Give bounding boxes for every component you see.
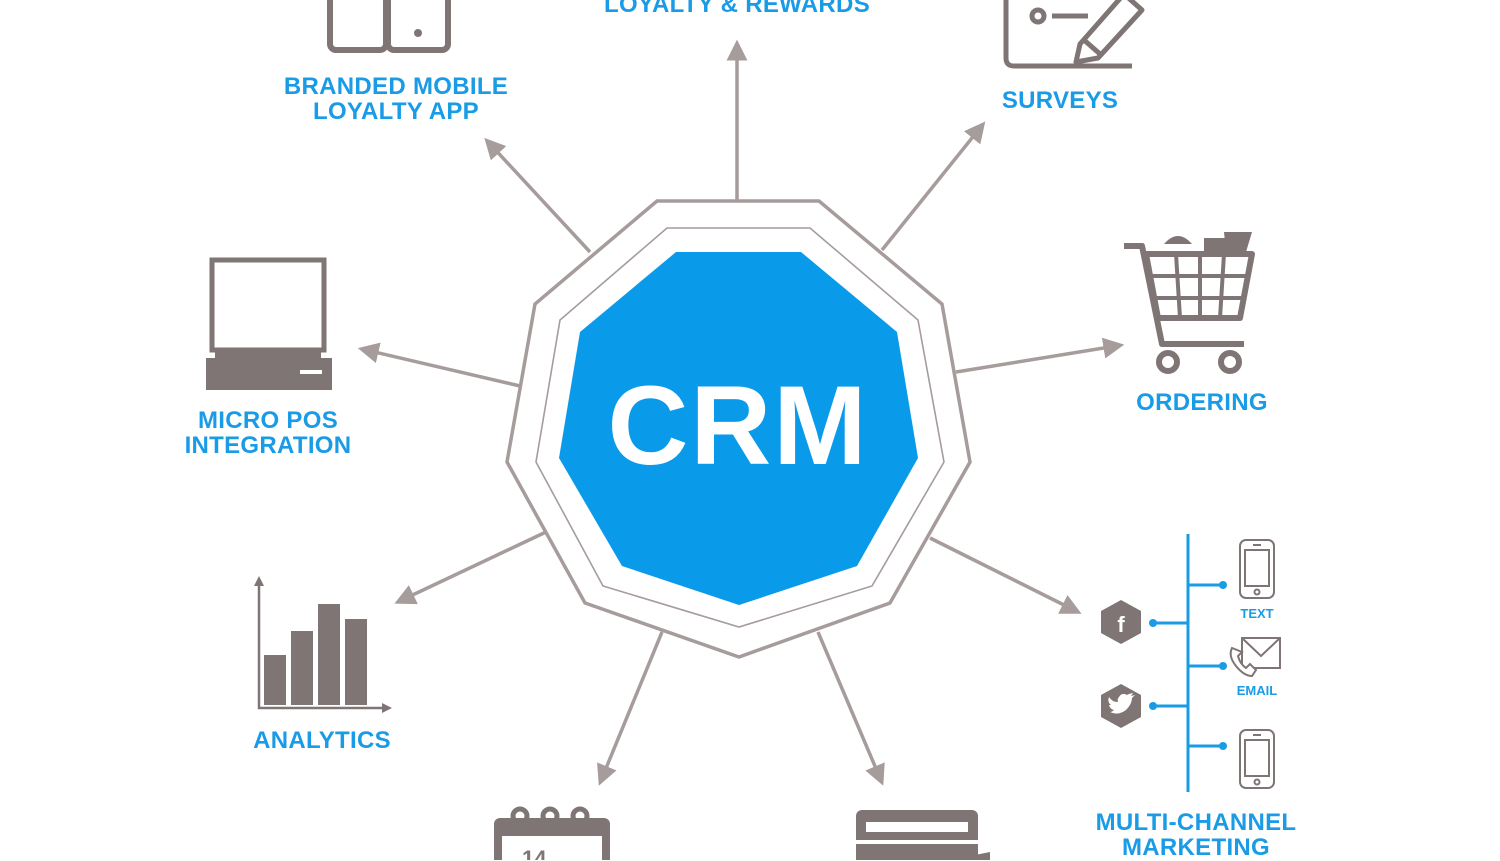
label-multi-channel-marketing: MULTI-CHANNEL MARKETING — [1066, 810, 1326, 860]
calendar-icon: 14 — [494, 806, 610, 860]
arrow-branded-app — [484, 137, 592, 254]
calendar-day-number: 14 — [522, 846, 547, 860]
label-line: BRANDED MOBILE — [283, 73, 509, 100]
label-line: INTEGRATION — [184, 432, 352, 459]
arrow-ordering — [955, 337, 1125, 374]
arrow-bottom-right — [816, 631, 885, 786]
label-channel-email: EMAIL — [1236, 683, 1278, 698]
svg-text:f: f — [1117, 612, 1125, 637]
survey-clipboard-icon — [1003, 0, 1145, 69]
label-line: MARKETING — [1121, 834, 1271, 861]
shopping-cart-icon — [1124, 232, 1255, 374]
mobile-devices-icon — [327, 0, 451, 53]
label-channel-text: TEXT — [1240, 606, 1274, 621]
label-line: MICRO POS — [197, 407, 339, 434]
arrow-micro-pos — [357, 342, 521, 388]
arrow-multi-channel — [929, 536, 1082, 614]
label-analytics: ANALYTICS — [253, 727, 391, 754]
label-branded-mobile-app: BRANDED MOBILE LOYALTY APP — [246, 74, 546, 124]
envelope-icon — [1229, 637, 1281, 678]
label-micro-pos-integration: MICRO POS INTEGRATION — [148, 408, 388, 458]
arrow-bottom-left — [597, 631, 664, 786]
crm-hub — [505, 199, 972, 659]
crm-title: CRM — [607, 363, 869, 488]
label-ordering: ORDERING — [1136, 389, 1268, 416]
phone-icon — [1239, 729, 1275, 789]
facebook-icon: f — [1101, 600, 1141, 644]
arrow-analytics — [394, 530, 547, 605]
label-surveys: SURVEYS — [1001, 87, 1119, 114]
phone-icon — [1239, 539, 1275, 599]
twitter-icon — [1101, 684, 1141, 728]
multi-channel-network — [1149, 534, 1227, 792]
label-loyalty-rewards: LOYALTY & REWARDS — [603, 0, 871, 18]
hub-core — [559, 252, 918, 605]
label-line: MULTI-CHANNEL — [1095, 809, 1297, 836]
bar-chart-icon — [254, 576, 392, 713]
label-line: LOYALTY APP — [312, 98, 479, 125]
credit-card-icon — [856, 810, 990, 860]
pos-terminal-icon — [206, 257, 332, 390]
arrow-surveys — [880, 121, 986, 252]
